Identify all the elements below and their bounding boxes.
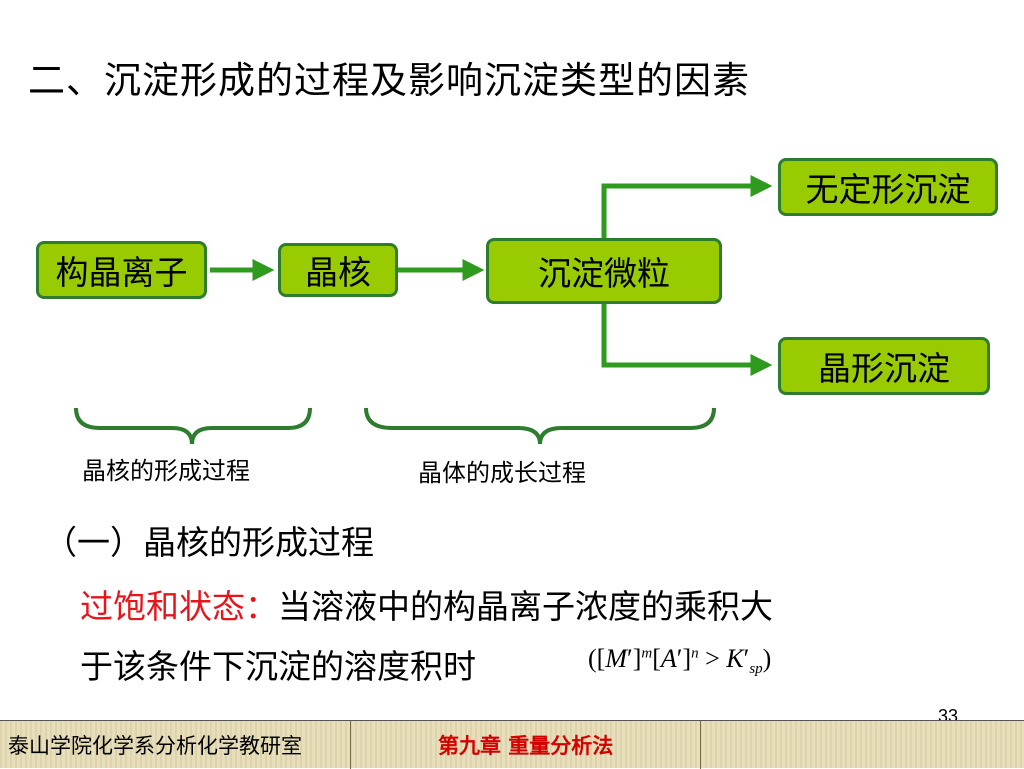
term-supersaturation: 过饱和状态： <box>80 587 278 626</box>
definition-line-2: 于该条件下沉淀的溶度积时 <box>80 647 476 686</box>
footer-institution: 泰山学院化学系分析化学教研室 <box>8 734 302 758</box>
definition-line-1: 过饱和状态：当溶液中的构晶离子浓度的乘积大 <box>80 580 773 628</box>
label-nucleation: 晶核的形成过程 <box>82 457 250 485</box>
node-crystal-ions-label: 构晶离子 <box>55 253 188 292</box>
node-crystal-ions: 构晶离子 <box>36 241 207 299</box>
section-heading: （一）晶核的形成过程 <box>44 523 374 562</box>
node-crystalline-label: 晶形沉淀 <box>818 349 950 388</box>
brace-nucleation <box>74 407 312 445</box>
brace-growth <box>364 407 716 445</box>
footer-bar: 泰山学院化学系分析化学教研室 第九章 重量分析法 <box>0 720 1024 769</box>
label-growth: 晶体的成长过程 <box>418 459 586 487</box>
branch-to-amorphous <box>601 174 773 240</box>
node-amorphous-label: 无定形沉淀 <box>805 170 971 209</box>
node-amorphous: 无定形沉淀 <box>778 158 998 216</box>
footer-divider <box>350 721 351 769</box>
node-particles-label: 沉淀微粒 <box>538 254 670 293</box>
node-particles: 沉淀微粒 <box>486 238 722 304</box>
definition-text-1: 当溶液中的构晶离子浓度的乘积大 <box>278 587 773 626</box>
supersaturation-formula: ([M′]m[A′]n > K′sp) <box>588 644 772 678</box>
node-nucleus: 晶核 <box>278 243 398 297</box>
footer-divider <box>700 721 701 769</box>
slide-title: 二、沉淀形成的过程及影响沉淀类型的因素 <box>28 59 750 102</box>
footer-chapter: 第九章 重量分析法 <box>438 733 614 758</box>
node-nucleus-label: 晶核 <box>305 253 371 292</box>
branch-to-crystalline <box>601 302 773 377</box>
node-crystalline: 晶形沉淀 <box>778 337 990 395</box>
